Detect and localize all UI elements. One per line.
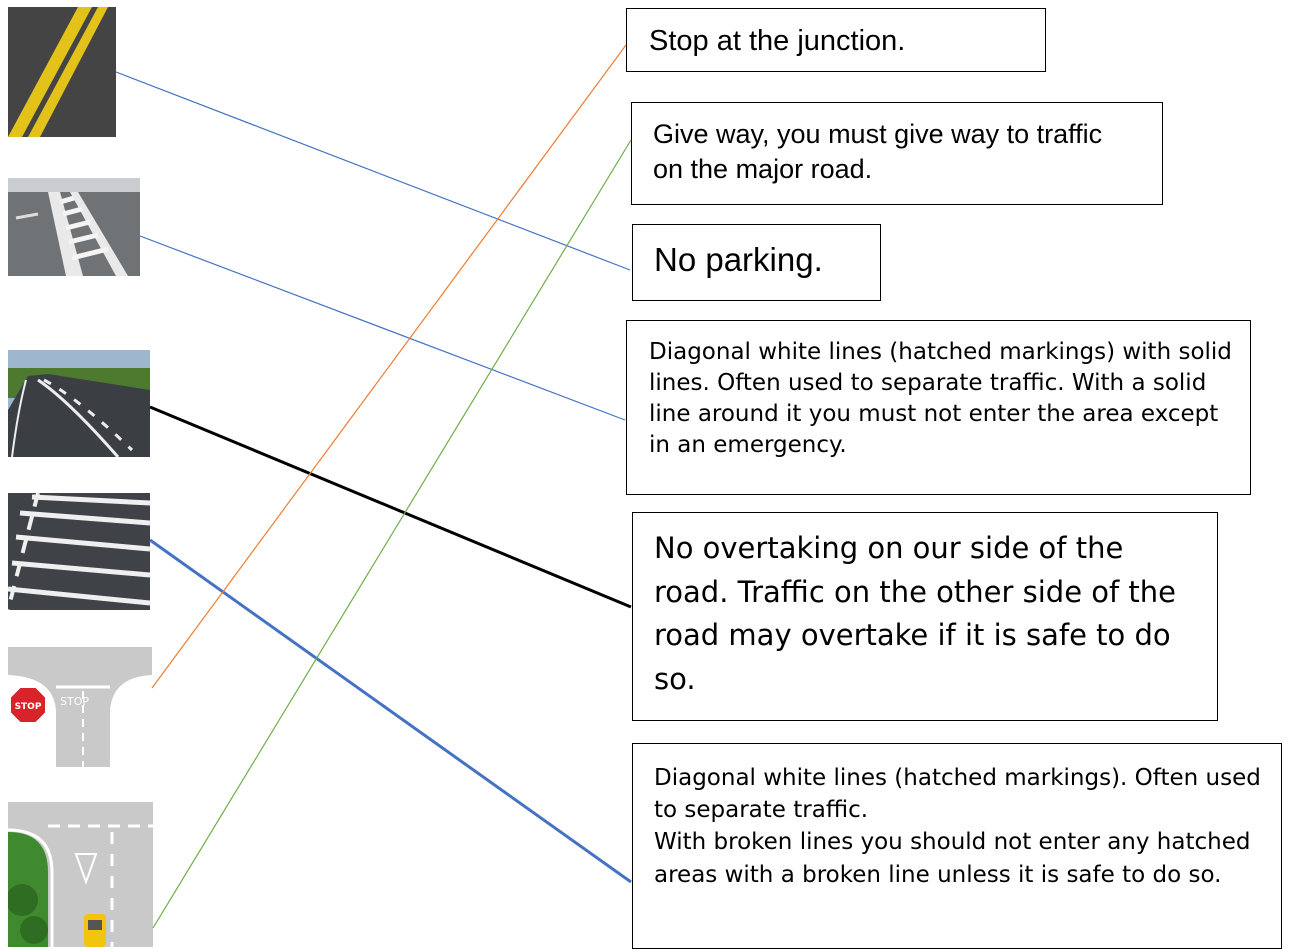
connector-stop-to-description [151,44,627,689]
stop-junction-icon: STOP STOP [8,647,152,767]
connector-hatched-solid-to-description [139,235,626,421]
stop-junction-description: Stop at the junction. [626,8,1046,72]
double-yellow-lines-icon [8,7,116,137]
connector-hatched-broken-to-description [149,538,632,884]
give-way-junction-icon [8,802,153,947]
hatched-solid-description: Diagonal white lines (hatched markings) … [626,320,1251,495]
connector-double-yellow-to-no-parking [115,71,631,271]
no-overtaking-road-icon [8,350,150,457]
hatched-markings-broken-icon [8,493,150,610]
give-way-description: Give way, you must give way to traffic o… [631,102,1163,205]
no-parking-description: No parking. [632,224,881,301]
hatched-markings-solid-icon [8,178,140,276]
svg-text:STOP: STOP [60,695,89,708]
hatched-broken-description: Diagonal white lines (hatched markings).… [632,743,1282,949]
no-overtaking-description: No overtaking on our side of the road. T… [632,512,1218,721]
connector-no-overtaking-to-description [149,405,632,609]
connector-give-way-to-description [152,139,632,929]
svg-text:STOP: STOP [15,702,42,712]
